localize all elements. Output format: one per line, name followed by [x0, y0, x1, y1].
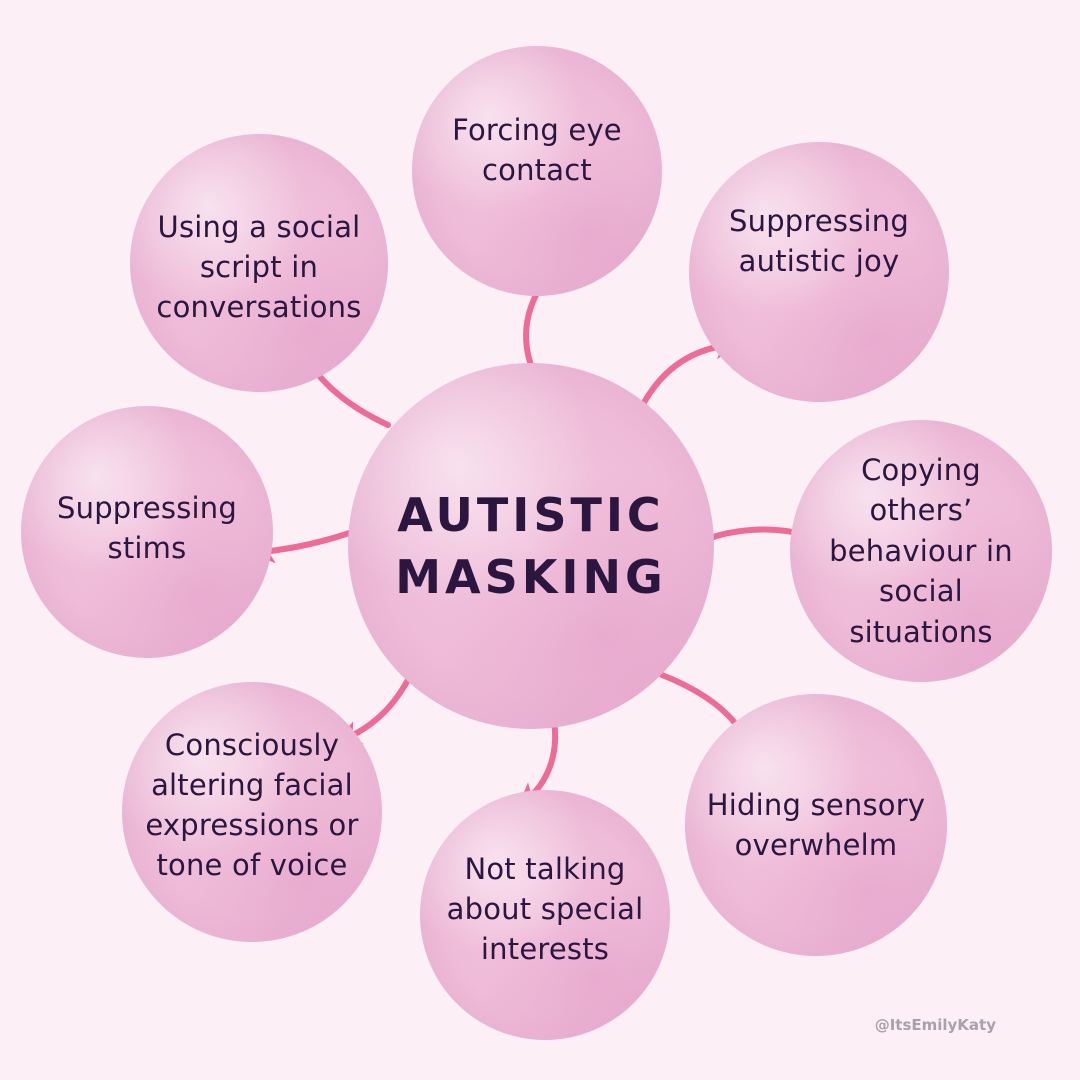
- bubble-not-talking-special-interests: Not talking about special interests: [420, 790, 670, 1040]
- bubble-altering-facial-expressions: Consciously altering facial expressions …: [122, 682, 382, 942]
- bubble-label: Copying others’ behaviour in social situ…: [829, 452, 1013, 649]
- author-credit: @ItsEmilyKaty: [874, 1016, 996, 1034]
- bubble-label: Suppressing autistic joy: [729, 203, 909, 278]
- bubble-label: Forcing eye contact: [452, 112, 622, 187]
- bubble-forcing-eye-contact: Forcing eye contact: [412, 46, 662, 296]
- center-bubble: AUTISTIC MASKING: [348, 363, 714, 729]
- bubble-label: Suppressing stims: [57, 490, 237, 565]
- bubble-social-script: Using a social script in conversations: [130, 134, 388, 392]
- bubble-label: Hiding sensory overwhelm: [706, 787, 926, 862]
- diagram-title: AUTISTIC MASKING: [395, 487, 667, 604]
- arrow-to-suppressing-autistic-joy: [637, 334, 741, 413]
- bubble-suppressing-autistic-joy: Suppressing autistic joy: [689, 142, 949, 402]
- arrow-to-suppressing-stims: [249, 527, 361, 564]
- bubble-label: Not talking about special interests: [446, 851, 644, 966]
- bubble-copying-others-behaviour: Copying others’ behaviour in social situ…: [790, 420, 1052, 682]
- bubble-suppressing-stims: Suppressing stims: [21, 406, 273, 658]
- bubble-label: Consciously altering facial expressions …: [145, 727, 359, 883]
- bubble-label: Using a social script in conversations: [156, 209, 362, 324]
- bubble-hiding-sensory-overwhelm: Hiding sensory overwhelm: [685, 694, 947, 956]
